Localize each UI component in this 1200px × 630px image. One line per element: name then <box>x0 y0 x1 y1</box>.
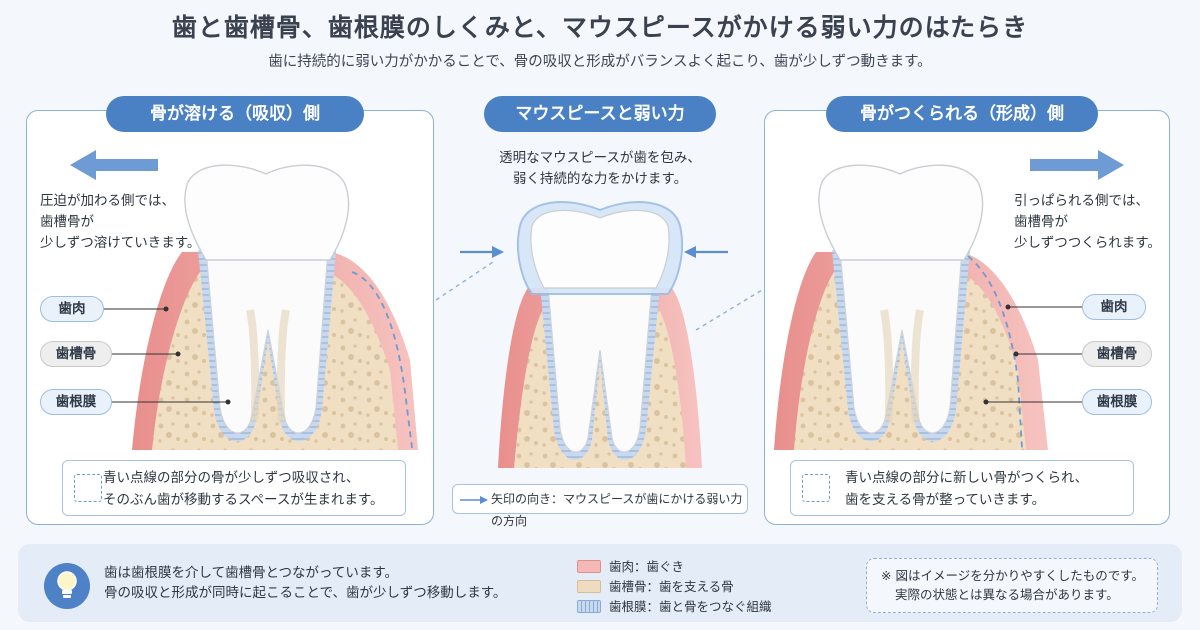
label-gum-left: 歯肉 <box>40 296 104 322</box>
resorption-note: 圧迫が加わる側では、 歯槽骨が 少しずつ溶けていきます。 <box>40 193 201 251</box>
right-leader-lines <box>983 304 1082 405</box>
dashed-square-icon <box>74 474 102 502</box>
resorption-caption: 青い点線の部分の骨が少しずつ吸収され、 そのぶん歯が移動するスペースが生まれます… <box>62 460 406 516</box>
legend-swatch-ligament <box>577 600 601 613</box>
label-ligament-left: 歯根膜 <box>40 389 112 415</box>
arrow-right-icon <box>1030 150 1124 180</box>
page-title: 歯と歯槽骨、歯根膜のしくみと、マウスピースがかける弱い力のはたらき <box>171 13 1029 42</box>
formation-heading: 骨がつくられる（形成）側 <box>826 96 1098 132</box>
formation-dashed-line <box>967 255 1023 449</box>
label-gum-right: 歯肉 <box>1082 294 1146 320</box>
resorption-heading: 骨が溶ける（吸収）側 <box>106 96 364 132</box>
force-arrow-left <box>460 246 504 258</box>
legend-swatch-gum <box>577 560 601 573</box>
label-bone-right: 歯槽骨 <box>1082 341 1152 367</box>
lightbulb-icon <box>44 563 90 609</box>
formation-caption: 青い点線の部分に新しい骨がつくられ、 歯を支える骨が整っていきます。 <box>790 460 1134 516</box>
summary-text: 歯は歯根膜を介して歯槽骨とつながっています。 骨の吸収と形成が同時に起こることで… <box>104 565 507 601</box>
disclaimer-box: ※ 図はイメージを分かりやすくしたものです。 実際の状態とは異なる場合があります… <box>866 558 1158 613</box>
tooth-crown <box>184 164 350 261</box>
formation-tooth-diagram <box>774 164 1048 450</box>
legend-swatch-bone <box>577 580 601 593</box>
arrow-right-small-icon <box>460 496 488 504</box>
force-arrow-right <box>684 246 728 258</box>
label-ligament-right: 歯根膜 <box>1082 389 1152 415</box>
center-caption: 矢印の向き：マウスピースが歯にかける弱い力の方向 <box>452 484 748 528</box>
resorption-dashed-line <box>351 271 413 449</box>
arrow-left-icon <box>70 150 158 180</box>
label-bone-left: 歯槽骨 <box>40 341 112 367</box>
formation-note: 引っぱられる側では、 歯槽骨が 少しずつつくられます。 <box>1014 193 1161 251</box>
dashed-square-icon <box>802 474 830 502</box>
page-subtitle: 歯に持続的に弱い力がかかることで、骨の吸収と形成がバランスよく起こり、歯が少しず… <box>268 54 932 70</box>
resorption-tooth-diagram <box>132 164 418 450</box>
aligner-tooth-diagram <box>435 201 763 468</box>
center-note: 透明なマウスピースが歯を包み、 弱く持続的な力をかけます。 <box>499 150 701 187</box>
center-heading: マウスピースと弱い力 <box>484 96 716 132</box>
left-leader-lines <box>104 306 231 405</box>
